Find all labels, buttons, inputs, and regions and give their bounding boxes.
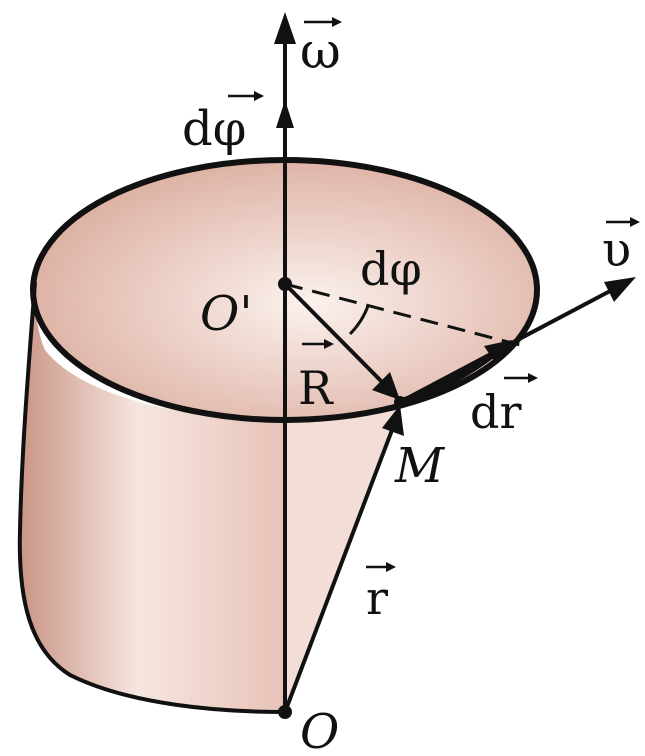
position-vector-arrowhead (382, 405, 404, 436)
point-m (394, 396, 406, 408)
radius-vector-arrowhead (372, 372, 400, 400)
dr-vector-arrowhead (484, 340, 512, 364)
label-dphi-angle: dφ (360, 242, 422, 296)
velocity-vector-arrowhead (604, 277, 636, 302)
label-omega: ω (300, 17, 342, 80)
point-o (278, 705, 292, 719)
svg-text:R: R (298, 361, 334, 415)
label-radius: R (298, 339, 334, 415)
point-o-prime (278, 277, 292, 291)
label-o: O (300, 704, 339, 756)
svg-text:dφ: dφ (182, 101, 246, 157)
svg-text:ω: ω (300, 22, 341, 80)
radius-vector-line (283, 282, 390, 390)
label-m: M (394, 438, 446, 494)
cylinder-side-surface (19, 282, 286, 712)
label-dr: dr (470, 373, 538, 439)
svg-text:dr: dr (470, 385, 521, 439)
label-position: r (366, 562, 396, 625)
angle-arc (348, 305, 370, 336)
dphi-vector-arrowhead (276, 100, 294, 128)
label-dphi-vector: dφ (182, 91, 264, 157)
label-velocity: υ (602, 217, 640, 278)
position-vector-line (283, 429, 394, 713)
omega-arrowhead (274, 12, 296, 44)
dashed-reference-line (284, 282, 521, 347)
cylinder-outline (17, 281, 286, 714)
svg-text:υ: υ (602, 222, 631, 278)
dr-vector-line (398, 349, 499, 406)
label-o-prime: O' (200, 286, 253, 342)
svg-text:r: r (366, 571, 388, 625)
